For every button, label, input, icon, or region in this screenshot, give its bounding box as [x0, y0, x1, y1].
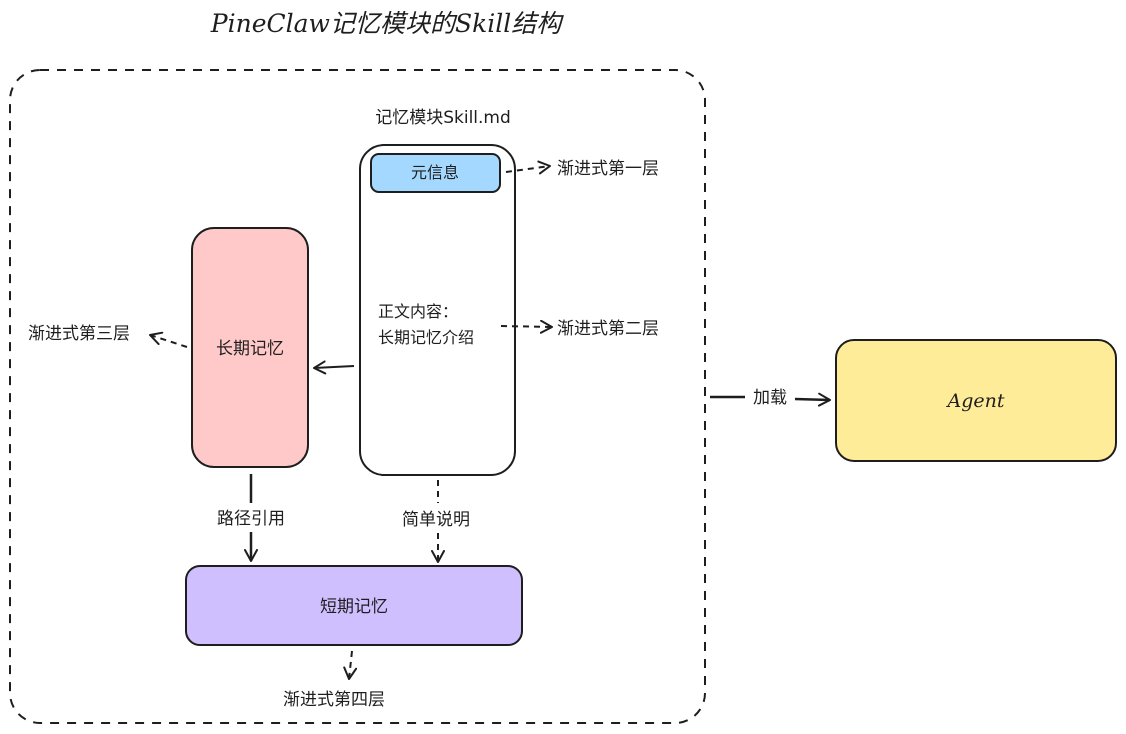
- short-term-memory-box: [185, 565, 523, 646]
- long-term-memory-label: 长期记忆: [216, 339, 284, 359]
- meta-info-label: 元信息: [411, 163, 459, 182]
- path-reference-label: 路径引用: [217, 509, 285, 529]
- diagram-title: PineClaw记忆模块的Skill结构: [210, 9, 564, 38]
- body-content-label: 正文内容：: [378, 302, 458, 321]
- arrow-short-term-to-fourth-layer: [343, 650, 358, 680]
- arrow-meta-to-first-layer: [505, 160, 551, 175]
- arrow-body-to-second-layer: [500, 319, 553, 334]
- first-layer-label: 渐进式第一层: [557, 159, 659, 179]
- skill-container-frame: [9, 69, 706, 724]
- body-content-desc: 长期记忆介绍: [378, 328, 474, 347]
- agent-box: [835, 339, 1117, 462]
- arrow-load-to-agent: [794, 392, 831, 407]
- skill-file-label: 记忆模块Skill.md: [375, 108, 511, 128]
- arrow-long-term-to-third-layer: [149, 331, 188, 348]
- agent-node[interactable]: Agent: [835, 339, 1117, 462]
- short-term-memory-label: 短期记忆: [320, 597, 388, 617]
- long-term-memory-node[interactable]: 长期记忆: [191, 227, 309, 468]
- load-label: 加载: [753, 388, 787, 408]
- meta-info-box: [370, 153, 501, 193]
- meta-info-node[interactable]: 元信息: [370, 153, 501, 193]
- second-layer-label: 渐进式第二层: [557, 319, 659, 339]
- agent-label: Agent: [946, 390, 1005, 412]
- third-layer-label: 渐进式第三层: [28, 324, 130, 344]
- arrow-document-to-long-term: [313, 360, 355, 375]
- brief-description-label: 简单说明: [402, 510, 470, 530]
- skill-document-box[interactable]: [359, 144, 516, 476]
- long-term-memory-box: [191, 227, 309, 468]
- fourth-layer-label: 渐进式第四层: [283, 690, 385, 710]
- short-term-memory-node[interactable]: 短期记忆: [185, 565, 523, 646]
